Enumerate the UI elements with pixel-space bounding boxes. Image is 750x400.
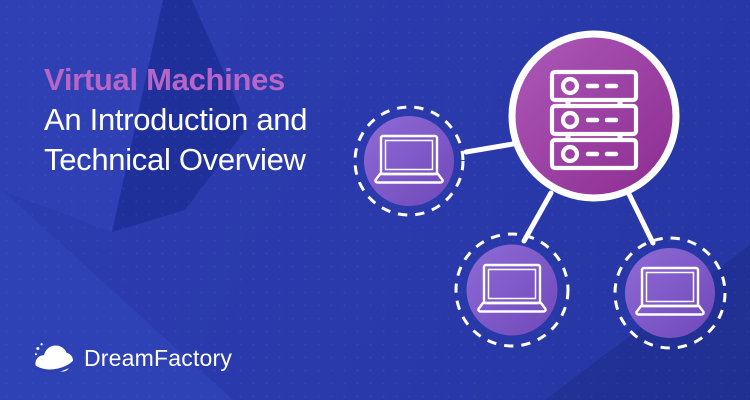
dashed-ring bbox=[353, 105, 465, 217]
dashed-ring bbox=[454, 232, 570, 348]
subtitle-line-2: Technical Overview bbox=[44, 142, 306, 177]
connection-lines bbox=[463, 141, 656, 246]
brand-name: DreamFactory bbox=[84, 344, 233, 371]
connection-line-left bbox=[463, 141, 516, 155]
subtitle-line-1: An Introduction and bbox=[44, 102, 308, 137]
vm-node-bottom-right bbox=[613, 236, 727, 350]
dashed-ring bbox=[613, 236, 727, 350]
brand-logo: DreamFactory bbox=[32, 340, 232, 376]
vm-node-bottom-center bbox=[454, 232, 570, 348]
vm-node-left bbox=[353, 105, 465, 217]
laptop-icon bbox=[635, 266, 705, 316]
node-circle bbox=[364, 116, 454, 206]
node-circle bbox=[625, 248, 715, 338]
node-circle bbox=[466, 244, 558, 336]
server-icon bbox=[549, 69, 639, 171]
connection-line-bottom-center bbox=[521, 190, 554, 244]
laptop-icon bbox=[477, 263, 547, 313]
host-server-node bbox=[508, 30, 680, 202]
title-block: Virtual Machines An Introduction and Tec… bbox=[44, 60, 307, 180]
laptop-icon bbox=[374, 134, 444, 184]
hub-circle bbox=[508, 30, 680, 202]
page-title: Virtual Machines bbox=[44, 62, 285, 97]
connection-line-bottom-right bbox=[626, 191, 656, 246]
dreamfactory-cloud-icon bbox=[32, 343, 74, 373]
